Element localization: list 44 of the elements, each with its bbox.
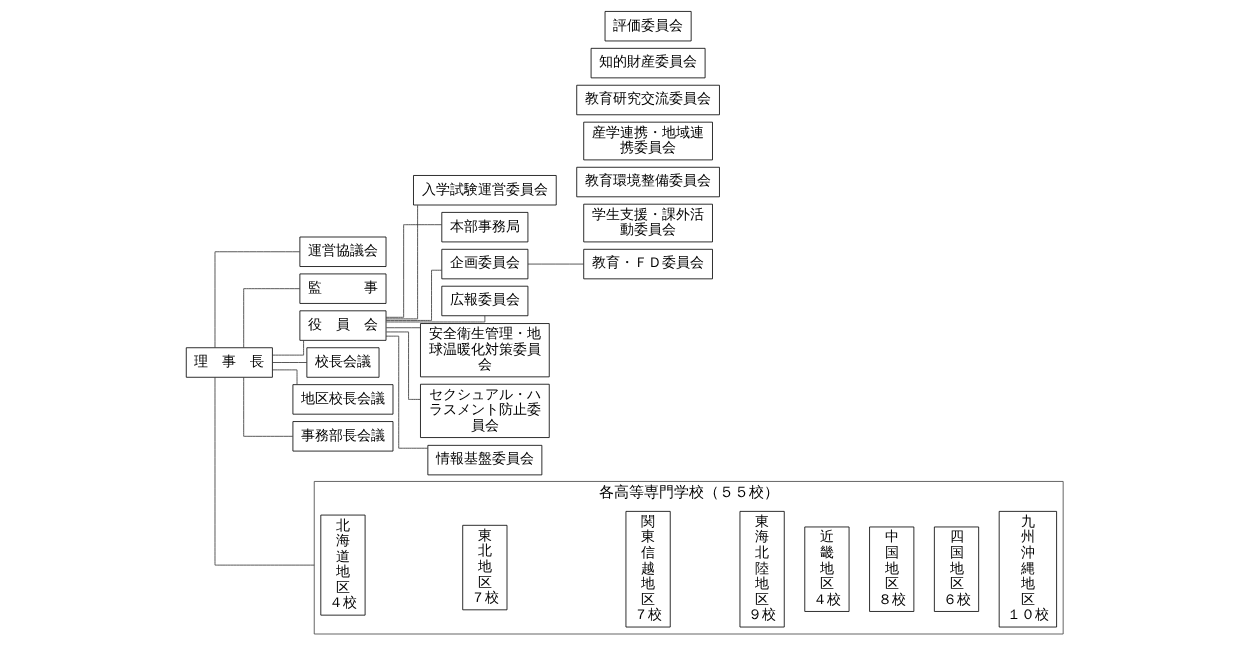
node-box: セクシュアル・ハラスメント防止委員会 xyxy=(419,383,550,438)
node-box: 九州沖縄地区 １０校 xyxy=(998,510,1057,628)
node-box: 校長会議 xyxy=(305,347,379,378)
connector xyxy=(385,331,421,400)
node-box: 学生支援・課外活動委員会 xyxy=(582,203,713,243)
node-box: 理 事 長 xyxy=(185,347,273,378)
node-box: 四国地区 ６校 xyxy=(933,526,979,612)
node-box: 安全衛生管理・地球温暖化対策委員会 xyxy=(419,323,550,378)
node-box: 関東信越地区 ７校 xyxy=(625,510,671,628)
connector xyxy=(271,369,297,385)
node-box: 広報委員会 xyxy=(440,285,528,317)
node-box: 運営協議会 xyxy=(298,236,386,267)
node-box: 入学試験運営委員会 xyxy=(412,175,557,206)
node-box: 役 員 会 xyxy=(298,310,386,341)
node-box: 中国地区 ８校 xyxy=(868,526,914,612)
node-box: 情報基盤委員会 xyxy=(426,444,542,476)
node-box: 東海北陸地区 ９校 xyxy=(739,510,785,628)
node-box: 産学連携・地域連携委員会 xyxy=(582,121,713,161)
connector xyxy=(271,340,304,356)
connector xyxy=(242,377,293,437)
connector xyxy=(527,263,584,265)
node-box: 知的財産委員会 xyxy=(590,47,705,79)
node-box: 東北地区 ７校 xyxy=(461,524,507,611)
connector xyxy=(385,269,442,321)
connector xyxy=(385,335,428,449)
node-box: 近畿地区 ４校 xyxy=(803,526,849,612)
node-box: 評価委員会 xyxy=(604,11,692,42)
node-box: 地区校長会議 xyxy=(292,384,393,415)
connector xyxy=(385,204,418,320)
node-box: 教育・ＦＤ委員会 xyxy=(582,248,713,280)
node-box: 事務部長会議 xyxy=(292,421,393,452)
connector xyxy=(214,251,300,348)
node-box: 企画委員会 xyxy=(440,248,528,280)
connector xyxy=(385,224,442,318)
node-box: 監 事 xyxy=(298,273,386,304)
connector xyxy=(385,327,421,329)
connector xyxy=(214,377,315,566)
node-box: 教育研究交流委員会 xyxy=(575,84,720,116)
node-box: 北海道地区 ４校 xyxy=(319,514,365,616)
connector xyxy=(385,315,485,323)
connector xyxy=(242,288,300,348)
node-box: 本部事務局 xyxy=(440,212,528,243)
connector xyxy=(271,362,307,363)
node-box: 教育環境整備委員会 xyxy=(575,166,720,198)
